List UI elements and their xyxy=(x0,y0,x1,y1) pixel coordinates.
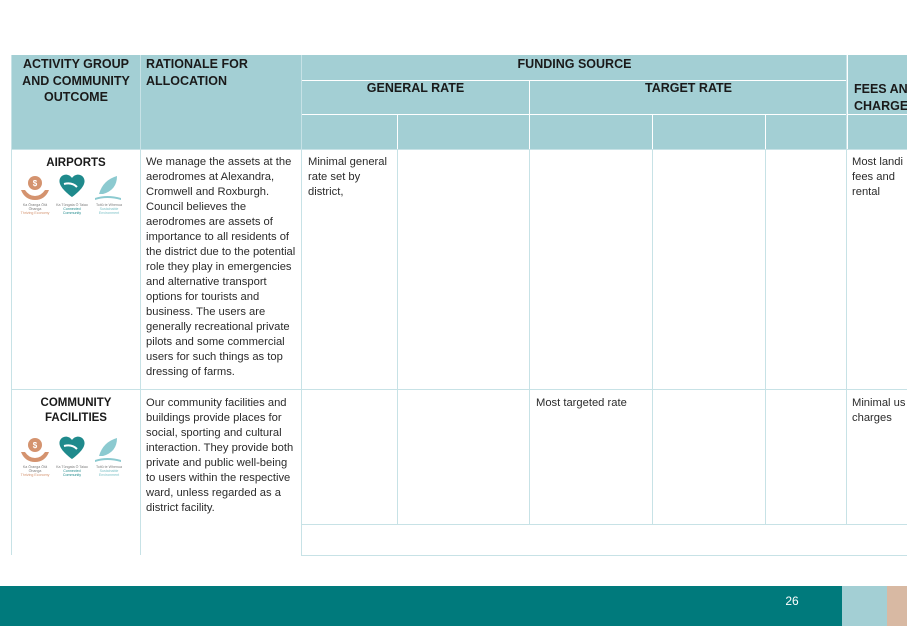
row-airports-title: AIRPORTS xyxy=(46,157,106,169)
header-cell-activity-group xyxy=(12,55,140,149)
grid-line xyxy=(652,149,653,524)
connected-community-icon xyxy=(59,436,85,459)
community-outcome-icons: $ Ka Ōranga Ōtā Ōhanga Thriving Economy … xyxy=(17,172,127,218)
header-fees-charges: FEES AN CHARGE xyxy=(854,82,907,113)
grid-line xyxy=(529,149,530,524)
header-rationale: RATIONALE FOR ALLOCATION xyxy=(146,57,248,88)
thriving-economy-icon: $ xyxy=(21,438,49,462)
footer-accent-block xyxy=(842,586,887,626)
subheader-cell xyxy=(653,115,765,149)
subheader-cell xyxy=(302,115,397,149)
header-funding-source: FUNDING SOURCE xyxy=(517,57,632,71)
footer-accent-block xyxy=(887,586,907,626)
header-activity-group: ACTIVITY GROUP AND COMMUNITY OUTCOME xyxy=(22,57,130,104)
grid-line xyxy=(301,524,907,525)
svg-text:$: $ xyxy=(33,179,38,188)
grid-line xyxy=(397,149,398,524)
row-community-facilities-fees: Minimal us charges xyxy=(852,397,906,424)
grid-line xyxy=(301,55,302,555)
footer-bar xyxy=(0,586,842,626)
outcome-icon-caption: Toitū te Whenua Sustainable Environment xyxy=(96,465,122,477)
row-airports-fees: Most landi fees and rental xyxy=(852,156,903,198)
row-airports-rationale: We manage the assets at the aerodromes a… xyxy=(146,156,296,378)
grid-line xyxy=(846,55,847,525)
outcome-icon-caption: Ka Tūngata Ō Taiao Connected Community xyxy=(56,465,88,477)
subheader-cell xyxy=(766,115,847,149)
header-target-rate: TARGET RATE xyxy=(644,81,733,95)
outcome-icons-svg: $ xyxy=(21,174,121,200)
row-airports-general-rate: Minimal general rate set by district, xyxy=(308,156,387,198)
subheader-cell xyxy=(530,115,652,149)
grid-line xyxy=(11,389,907,390)
outcome-icon-caption: Toitū te Whenua Sustainable Environment xyxy=(96,203,122,215)
header-cell-general-rate xyxy=(302,81,529,114)
grid-line xyxy=(301,555,907,556)
connected-community-icon xyxy=(59,174,85,197)
header-cell-target-rate xyxy=(530,81,847,114)
header-cell-fees xyxy=(848,55,907,114)
subheader-cell xyxy=(398,115,529,149)
outcome-icon-caption: Ka Ōranga Ōtā Ōhanga Thriving Economy xyxy=(20,465,50,477)
page-number: 26 xyxy=(785,594,799,608)
outcome-icon-caption: Ka Ōranga Ōtā Ōhanga Thriving Economy xyxy=(20,203,50,215)
community-outcome-icons: $ Ka Ōranga Ōtā Ōhanga Thriving Economy … xyxy=(17,434,127,480)
header-cell-funding-source xyxy=(302,55,847,80)
grid-line xyxy=(140,55,141,555)
row-community-facilities-target-rate: Most targeted rate xyxy=(536,397,627,409)
svg-text:$: $ xyxy=(33,441,38,450)
sustainable-environment-icon xyxy=(95,438,121,462)
grid-line xyxy=(765,149,766,524)
header-cell-rationale xyxy=(141,55,301,149)
thriving-economy-icon: $ xyxy=(21,176,49,200)
header-general-rate: GENERAL RATE xyxy=(366,81,465,95)
grid-line xyxy=(11,55,12,555)
subheader-cell xyxy=(848,115,907,149)
outcome-icons-svg: $ xyxy=(21,436,121,462)
sustainable-environment-icon xyxy=(95,176,121,200)
row-community-facilities-rationale: Our community facilities and buildings p… xyxy=(146,397,294,514)
row-community-facilities-title: COMMUNITY FACILITIES xyxy=(40,397,112,424)
outcome-icon-caption: Ka Tūngata Ō Taiao Connected Community xyxy=(56,203,88,215)
grid-line xyxy=(11,149,907,150)
